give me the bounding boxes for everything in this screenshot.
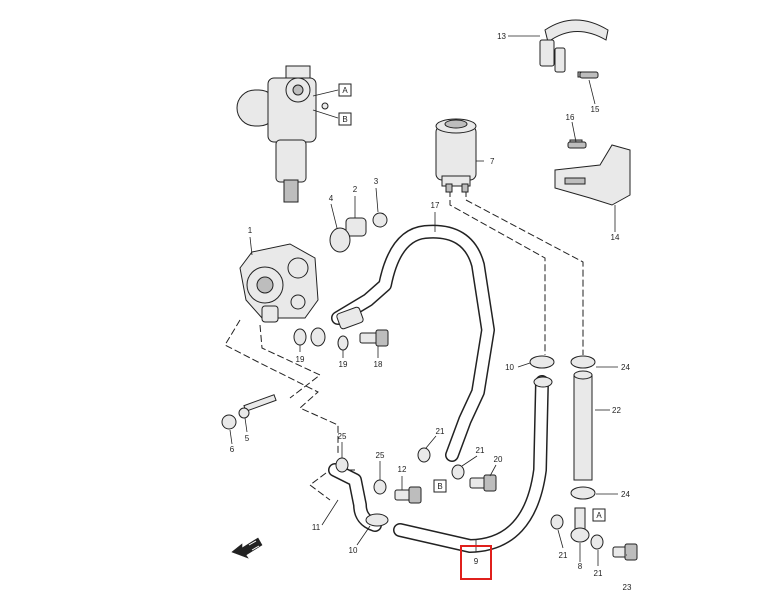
reservoir xyxy=(435,118,477,193)
ref-mark-a-bottom: A xyxy=(592,508,606,522)
callout-15: 15 xyxy=(591,105,600,114)
callout-3: 3 xyxy=(374,177,379,186)
callout-21d: 21 xyxy=(594,569,603,578)
callout-10a: 10 xyxy=(505,363,514,372)
reservoir-bracket xyxy=(554,139,631,206)
callout-6: 6 xyxy=(230,445,235,454)
callout-13: 13 xyxy=(497,32,506,41)
callout-18: 18 xyxy=(374,360,383,369)
callout-9: 9 xyxy=(474,557,479,566)
return-pipe xyxy=(573,370,593,481)
pressure-hose xyxy=(331,224,495,462)
callout-19b: 19 xyxy=(339,360,348,369)
svg-text:A: A xyxy=(342,86,348,95)
steering-gear-box xyxy=(236,65,339,203)
callout-23: 23 xyxy=(623,583,632,592)
callout-11: 11 xyxy=(312,523,321,532)
ref-mark-b-top: B xyxy=(338,112,352,126)
callout-20: 20 xyxy=(494,455,503,464)
callout-17: 17 xyxy=(431,201,440,210)
callout-25a: 25 xyxy=(338,432,347,441)
power-steering-pump xyxy=(239,243,319,323)
callout-2: 2 xyxy=(353,185,358,194)
svg-text:B: B xyxy=(342,115,347,124)
callout-25b: 25 xyxy=(376,451,385,460)
callout-7: 7 xyxy=(490,157,495,166)
callout-10b: 10 xyxy=(349,546,358,555)
callout-21b: 21 xyxy=(476,446,485,455)
callout-24a: 24 xyxy=(621,363,630,372)
callout-21c: 21 xyxy=(559,551,568,560)
callout-12: 12 xyxy=(398,465,407,474)
arrow-icon xyxy=(231,537,263,559)
callout-24b: 24 xyxy=(621,490,630,499)
callout-16: 16 xyxy=(566,113,575,122)
callout-14: 14 xyxy=(611,233,620,242)
callout-8: 8 xyxy=(578,562,583,571)
reservoir-clamp xyxy=(539,19,609,78)
ref-mark-b-mid: B xyxy=(433,479,447,493)
callout-5: 5 xyxy=(245,434,250,443)
callout-22: 22 xyxy=(612,406,621,415)
small-parts xyxy=(221,71,638,561)
callout-1: 1 xyxy=(248,226,253,235)
svg-text:B: B xyxy=(437,482,442,491)
callout-19a: 19 xyxy=(296,355,305,364)
highlight-box-part-9[interactable] xyxy=(460,545,492,580)
callout-4: 4 xyxy=(329,194,334,203)
ref-mark-a-top: A xyxy=(338,83,352,97)
svg-text:A: A xyxy=(596,511,602,520)
callout-labels: 1 2 3 4 5 6 7 8 9 10 10 11 12 13 14 15 1… xyxy=(230,32,632,592)
callout-21a: 21 xyxy=(436,427,445,436)
